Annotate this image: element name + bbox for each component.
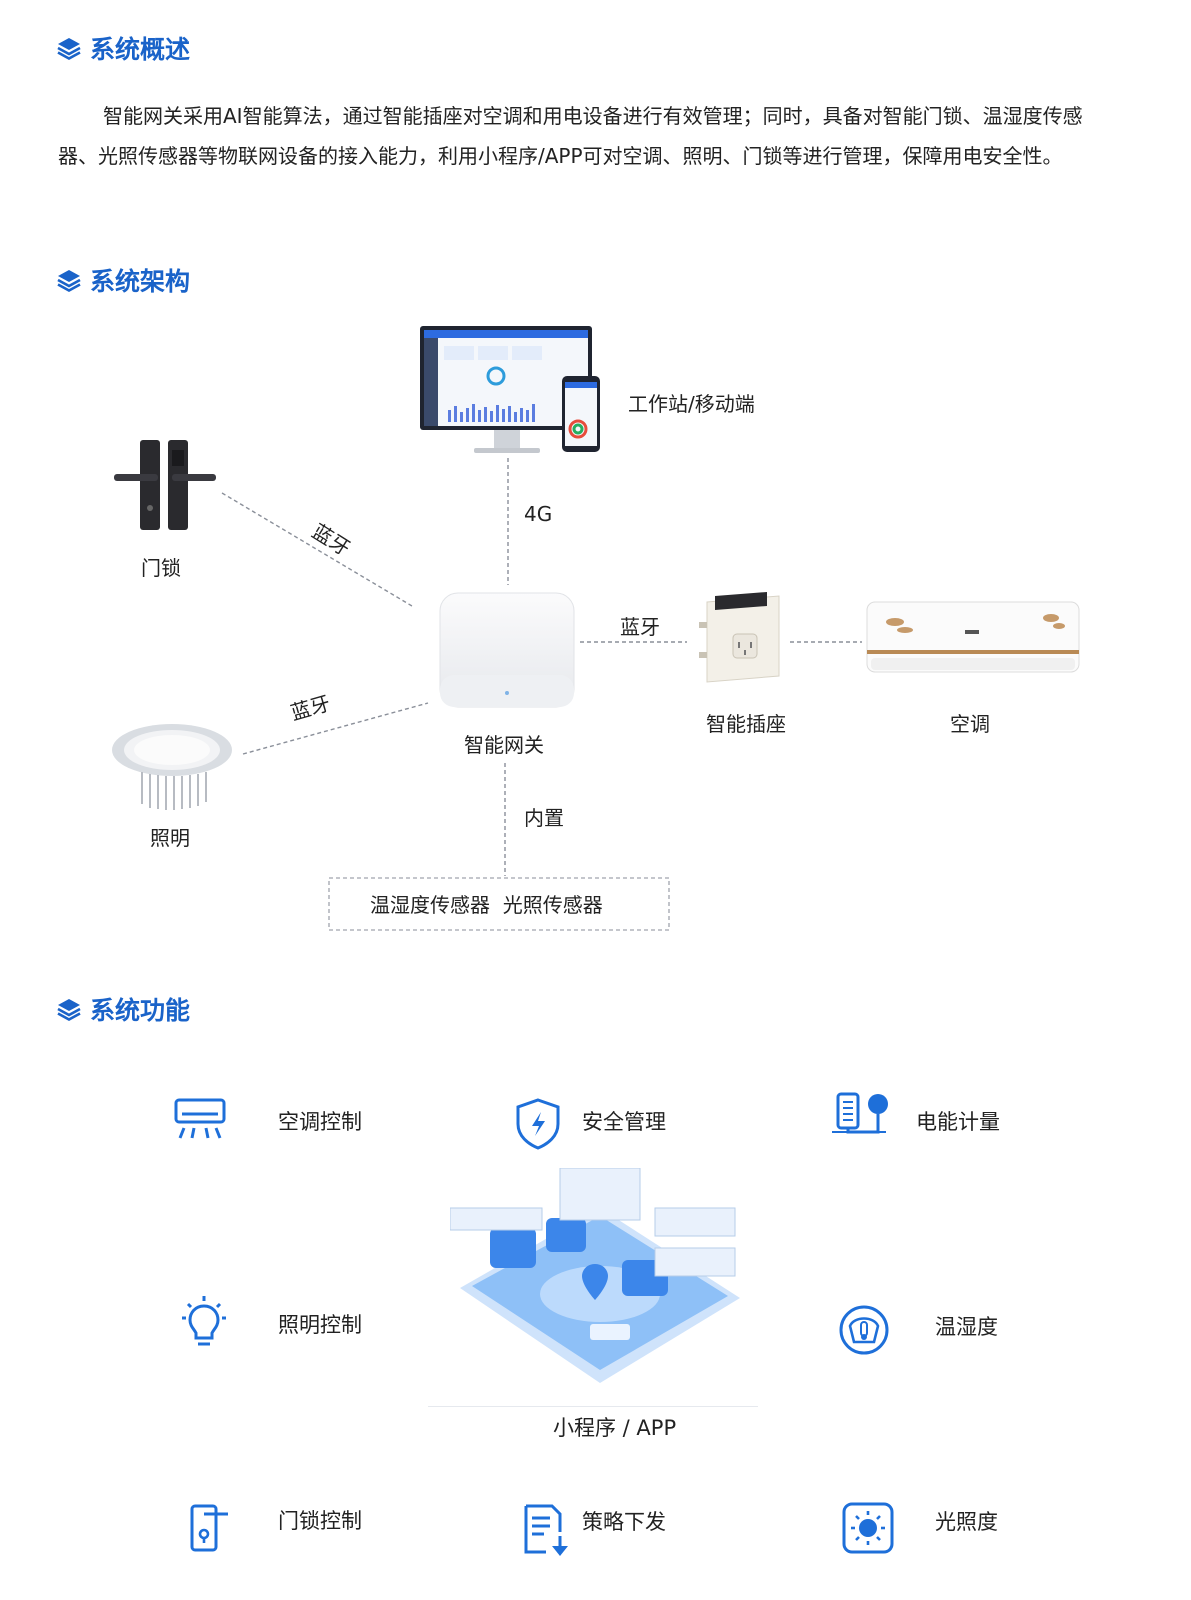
socket-label: 智能插座 — [706, 712, 786, 736]
function-label-illuminance: 光照度 — [935, 1510, 998, 1534]
smart-socket-illustration — [699, 592, 780, 683]
gateway-illustration — [439, 592, 575, 708]
architecture-connectors — [221, 458, 862, 931]
center-caption: 小程序 / APP — [553, 1416, 677, 1440]
function-label-temp-humidity: 温湿度 — [935, 1315, 998, 1339]
lock-label: 门锁 — [141, 556, 181, 580]
door-lock-illustration — [114, 440, 216, 530]
shield-lightning-icon — [516, 1098, 560, 1150]
section-title-text: 系统概述 — [90, 35, 191, 64]
downlight-illustration — [112, 724, 232, 810]
layers-icon — [57, 38, 81, 60]
mini-program-app-illustration — [450, 1168, 740, 1383]
energy-meter-icon — [832, 1092, 888, 1134]
layers-icon — [57, 999, 81, 1021]
air-conditioner-icon — [174, 1098, 226, 1139]
sun-icon — [842, 1502, 894, 1554]
section-title-functions: 系统功能 — [56, 991, 190, 1027]
sensor-box — [328, 877, 670, 931]
caption-divider — [428, 1406, 758, 1407]
function-label-energy: 电能计量 — [916, 1110, 1000, 1134]
ac-label: 空调 — [950, 712, 990, 736]
sensors-label: 温湿度传感器 光照传感器 — [370, 893, 603, 917]
overview-paragraph: 智能网关采用AI智能算法，通过智能插座对空调和用电设备进行有效管理；同时，具备对… — [58, 104, 1083, 168]
link-line-lock — [221, 492, 413, 607]
section-title-text: 系统架构 — [90, 267, 191, 296]
gateway-label: 智能网关 — [464, 733, 544, 757]
section-title-architecture: 系统架构 — [56, 262, 190, 298]
function-label-security: 安全管理 — [582, 1110, 666, 1134]
link-label-4g: 4G — [524, 502, 553, 526]
lighting-label: 照明 — [150, 826, 190, 850]
function-label-policy: 策略下发 — [582, 1510, 666, 1534]
door-lock-icon — [190, 1504, 228, 1552]
light-bulb-icon — [182, 1296, 226, 1346]
link-line-lighting — [242, 702, 429, 755]
section-title-text: 系统功能 — [90, 996, 191, 1025]
workstation-illustration — [420, 326, 600, 453]
function-label-lighting-control: 照明控制 — [278, 1313, 362, 1337]
air-conditioner-illustration — [866, 601, 1080, 673]
function-label-lock-control: 门锁控制 — [278, 1509, 362, 1533]
workstation-label: 工作站/移动端 — [628, 392, 755, 416]
layers-icon — [57, 270, 81, 292]
thermometer-icon — [839, 1305, 889, 1355]
link-label-builtin: 内置 — [524, 806, 564, 830]
function-label-ac-control: 空调控制 — [278, 1110, 362, 1134]
link-label-bluetooth-socket: 蓝牙 — [620, 615, 660, 639]
document-download-icon — [524, 1504, 568, 1556]
section-title-overview: 系统概述 — [56, 30, 190, 66]
